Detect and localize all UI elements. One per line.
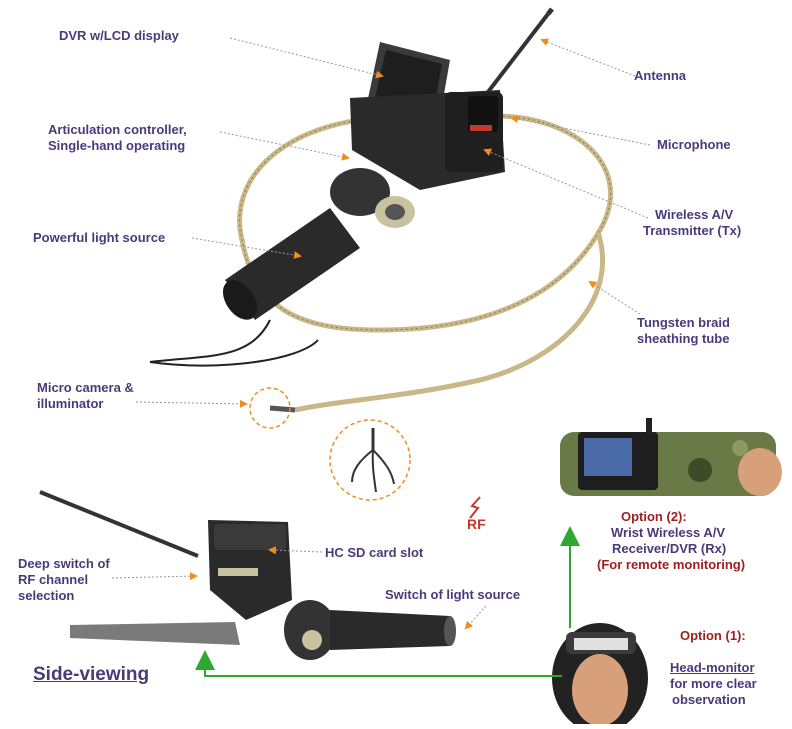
- side-view-device-icon: [39, 490, 456, 660]
- label-option2-title: Option (2):: [621, 509, 687, 524]
- braid-tube: [237, 113, 614, 413]
- label-option1-line1: Head-monitor: [670, 660, 755, 675]
- label-option2-line2: Receiver/DVR (Rx): [612, 541, 727, 556]
- label-wireless-tx-1: Wireless A/V: [655, 207, 734, 222]
- link-lines: [195, 526, 580, 677]
- label-switch-light: Switch of light source: [385, 587, 521, 602]
- antenna-icon: [486, 7, 554, 94]
- label-light-source: Powerful light source: [33, 230, 166, 245]
- head-monitor-person-icon: [552, 623, 648, 729]
- label-articulation-2: Single-hand operating: [48, 138, 186, 153]
- dvr-body-icon: [350, 42, 505, 190]
- label-hc-sd: HC SD card slot: [325, 545, 424, 560]
- label-microphone: Microphone: [657, 137, 731, 152]
- micro-camera-circle: [249, 387, 291, 429]
- pointer-lines: [111, 37, 651, 630]
- label-antenna: Antenna: [634, 68, 686, 83]
- label-micro-camera-1: Micro camera &: [37, 380, 134, 395]
- label-option2-line3: (For remote monitoring): [597, 557, 746, 572]
- wrist-receiver-icon: [560, 418, 782, 496]
- label-option2-line1: Wrist Wireless A/V: [611, 525, 726, 540]
- rf-signal-icon: [469, 496, 481, 519]
- label-tungsten-2: sheathing tube: [637, 331, 730, 346]
- label-option1-line3: observation: [672, 692, 746, 707]
- label-deep-switch-1: Deep switch of: [18, 556, 110, 571]
- label-micro-camera-2: illuminator: [37, 396, 104, 411]
- label-option1-line2: for more clear: [670, 676, 757, 691]
- tripod-tip-icon: [329, 419, 411, 501]
- label-deep-switch-2: RF channel: [18, 572, 89, 587]
- label-side-viewing: Side-viewing: [33, 664, 150, 685]
- label-rf: RF: [467, 516, 486, 532]
- label-wireless-tx-2: Transmitter (Tx): [643, 223, 742, 238]
- handle-flashlight-icon: [149, 168, 415, 367]
- label-tungsten-1: Tungsten braid: [637, 315, 730, 330]
- label-option1-title: Option (1):: [680, 628, 746, 643]
- label-articulation-1: Articulation controller,: [48, 122, 187, 137]
- label-dvr: DVR w/LCD display: [59, 28, 179, 43]
- label-deep-switch-3: selection: [18, 588, 75, 603]
